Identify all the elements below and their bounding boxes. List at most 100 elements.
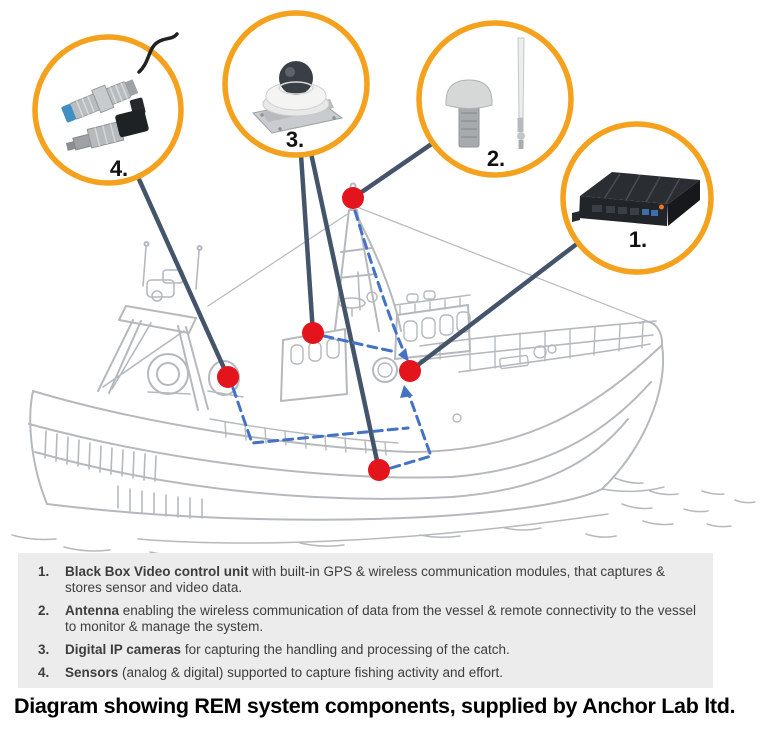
callout-circles <box>32 10 714 275</box>
deckhouse-window <box>290 344 304 365</box>
whip-joint <box>517 132 525 140</box>
legend-text: Sensors (analog & digital) supported to … <box>65 665 697 681</box>
gps-antenna-stem <box>458 104 480 148</box>
hull-rub-rail-upper <box>28 381 652 479</box>
winch-block <box>146 279 175 298</box>
forestay <box>356 206 656 325</box>
water-dashes <box>11 477 756 553</box>
hull-fitting <box>452 413 462 423</box>
deck-hatch <box>499 354 529 370</box>
blackbox-ear <box>572 211 580 222</box>
dome-ring <box>278 81 314 95</box>
legend-text: Antenna enabling the wireless communicat… <box>65 603 697 635</box>
porthole-inner <box>377 362 393 378</box>
wheelhouse <box>394 304 471 360</box>
sensor-cable-gland <box>125 79 139 97</box>
callout-connector-lines <box>135 140 581 473</box>
deckhouse-window <box>308 341 322 362</box>
mount-points <box>217 187 421 481</box>
blackbox-fins <box>603 173 681 204</box>
wheelhouse-window <box>403 320 418 342</box>
legend-description: for capturing the handling and processin… <box>181 641 510 657</box>
plate-screw <box>260 113 264 117</box>
sensors-image <box>61 32 179 151</box>
net-drum <box>147 353 189 395</box>
deck-winch <box>533 345 547 359</box>
port <box>606 206 615 213</box>
whip-connector <box>518 140 524 149</box>
sensor-threads <box>75 82 129 117</box>
fishing-vessel-drawing <box>11 182 756 553</box>
main-mast <box>334 188 380 332</box>
port <box>592 205 602 212</box>
wheelhouse-roof-rail <box>394 294 471 316</box>
net-drum-hub <box>156 362 180 386</box>
hull-waterline <box>46 488 603 521</box>
legend-item-antenna: 2. Antenna enabling the wireless communi… <box>38 603 697 635</box>
connector-blackbox-to-mount <box>407 240 581 374</box>
usb-port <box>642 209 649 215</box>
legend-item-cameras: 3. Digital IP cameras for capturing the … <box>38 642 697 658</box>
fore-stanchions <box>439 322 644 372</box>
legend-term: Antenna <box>65 602 119 618</box>
transmitter-facets <box>94 123 116 147</box>
legend-description: enabling the wireless communication of d… <box>65 602 697 634</box>
legend-term: Sensors <box>65 664 119 680</box>
legend-number: 2. <box>38 602 50 618</box>
legend-number: 3. <box>38 641 50 657</box>
fore-rail-top <box>419 320 657 347</box>
cable-port-sensor-to-blackbox <box>231 386 410 445</box>
mast-brace <box>355 213 402 332</box>
port <box>618 207 627 214</box>
stern-hatching-upper <box>44 430 157 482</box>
gantry-braces <box>102 322 185 390</box>
hull-sheer-line <box>32 344 663 453</box>
winch-pulley <box>151 290 163 302</box>
whip-tip <box>196 245 203 251</box>
sensor-hex-nut <box>91 84 115 114</box>
legend-item-blackbox: 1. Black Box Video control unit with bui… <box>38 564 697 596</box>
dome-highlight <box>285 67 295 77</box>
mount-point-black-box <box>399 360 421 382</box>
radar-post <box>351 271 361 317</box>
whip-antennas-stern <box>142 246 200 290</box>
hauler-block <box>208 360 240 396</box>
drum-support <box>147 391 191 395</box>
plate-screw <box>278 127 282 131</box>
brand-dot <box>659 204 664 210</box>
gantry-platform <box>118 305 197 334</box>
deckhouse-window <box>326 338 340 359</box>
hauler-arm <box>207 390 244 398</box>
legend-description: with built-in GPS & wireless communicati… <box>65 564 665 595</box>
legend-number: 4. <box>38 664 50 680</box>
connector-antenna-to-mast-mount <box>350 140 436 201</box>
right-angle-connector <box>115 108 149 138</box>
legend-panel: 1. Black Box Video control unit with bui… <box>18 553 713 688</box>
sensor-blue-tip <box>61 104 76 123</box>
mount-point-sensor-port <box>217 366 239 388</box>
connector-camera-to-deck-mount <box>308 150 382 473</box>
stern-hatching-lower <box>117 485 203 519</box>
plate-screw <box>332 116 336 120</box>
stern-edge <box>29 390 48 505</box>
wheelhouse-window <box>421 317 436 339</box>
callout-label-4: 4. <box>110 156 128 181</box>
mount-point-camera-deckhouse <box>302 322 324 344</box>
camera-dome <box>279 61 313 95</box>
cable-mast-to-blackbox <box>353 209 406 354</box>
legend-description: (analog & digital) supported to capture … <box>118 664 504 680</box>
whip-ferrule <box>517 118 524 132</box>
diagram-caption: Diagram showing REM system components, s… <box>14 694 736 718</box>
blackbox-side <box>668 180 700 226</box>
port <box>630 208 639 215</box>
fore-bulwark <box>458 343 651 373</box>
cable-runs <box>231 209 433 470</box>
deck-winch <box>547 344 557 354</box>
legend-text: Black Box Video control unit with built-… <box>65 564 697 596</box>
porthole <box>372 357 398 383</box>
connector-camera-to-deckhouse-mount <box>298 152 316 336</box>
legend-text: Digital IP cameras for capturing the han… <box>65 642 697 658</box>
callout-label-2: 2. <box>487 146 505 171</box>
gantry-legs <box>97 319 209 411</box>
